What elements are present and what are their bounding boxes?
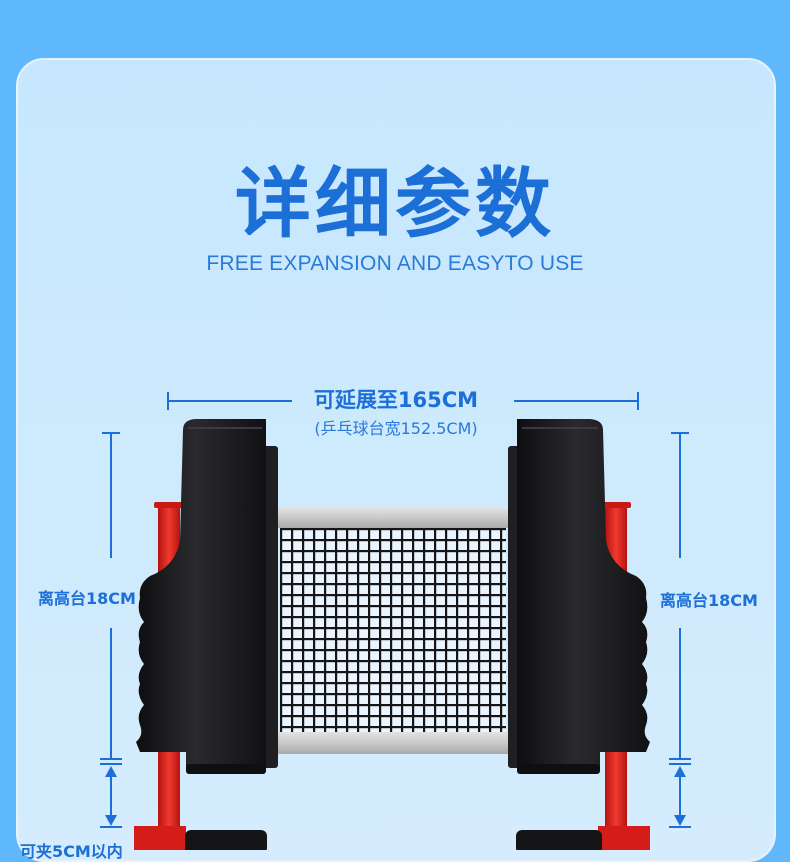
red-clamp-right [598, 826, 650, 850]
net-post-left [136, 419, 278, 774]
arrow-down-left [105, 815, 117, 826]
height-dimension-left [100, 432, 122, 828]
height-label-left: 离高台18CM [38, 589, 136, 608]
page-subtitle: FREE EXPANSION AND EASYTO USE [206, 252, 584, 275]
height-label-right: 离高台18CM [660, 591, 758, 610]
clamp-label: 可夹5CM以内 [20, 842, 123, 861]
red-clamp-left [134, 826, 186, 850]
arrow-down-right [674, 815, 686, 826]
height-dimension-right [669, 432, 691, 828]
black-base-right [516, 830, 602, 850]
net-mesh [276, 508, 510, 754]
page-title: 详细参数 [235, 159, 555, 248]
width-label: 可延展至165CM [313, 388, 479, 412]
arrow-up-left [105, 766, 117, 777]
width-note: (乒乓球台宽152.5CM) [314, 419, 478, 438]
width-dimension-line [167, 392, 639, 410]
arrow-up-right [674, 766, 686, 777]
black-base-left [185, 830, 267, 850]
net-post-right [508, 419, 650, 774]
